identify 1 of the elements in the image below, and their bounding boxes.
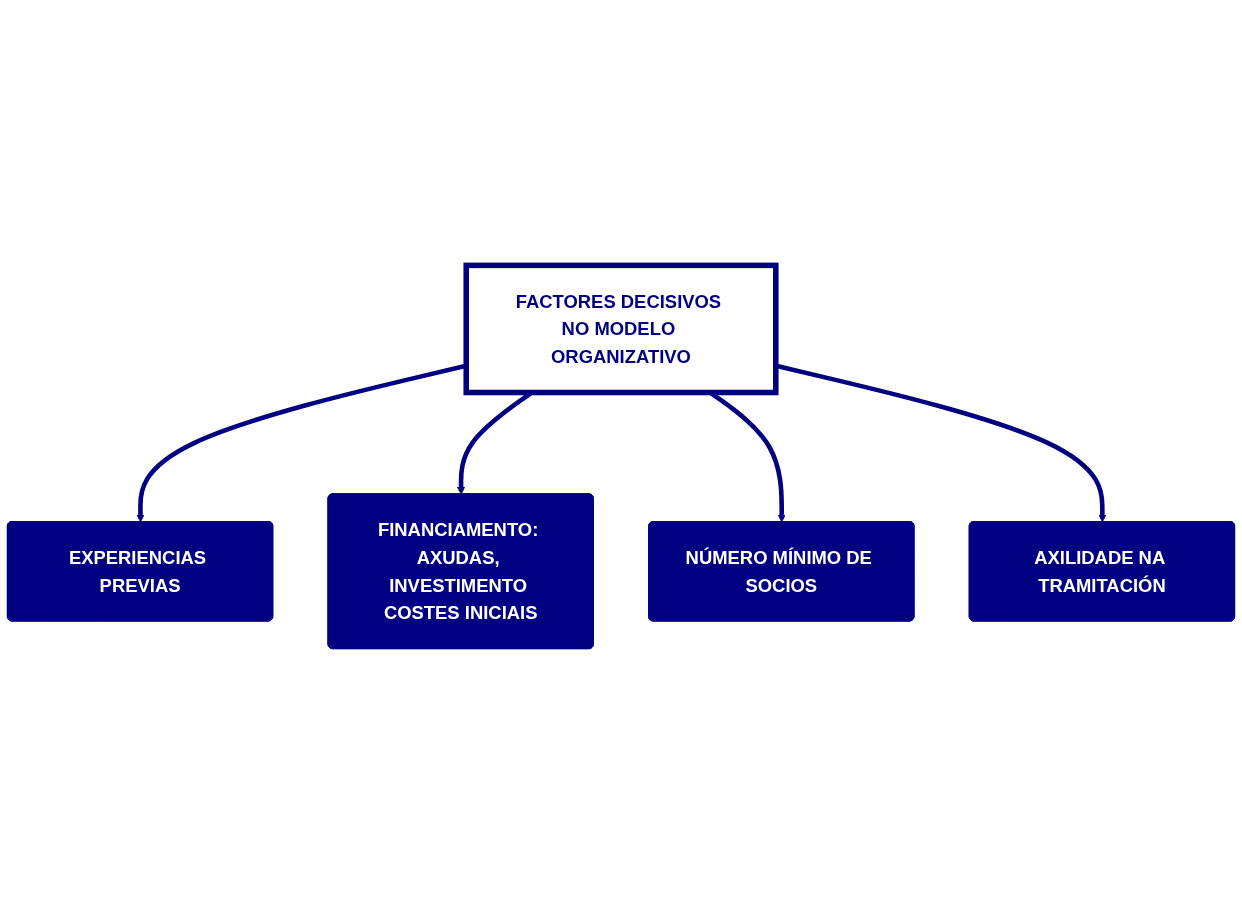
node-box: FACTORES DECISIVOS NO MODELO ORGANIZATIVO <box>463 262 779 396</box>
